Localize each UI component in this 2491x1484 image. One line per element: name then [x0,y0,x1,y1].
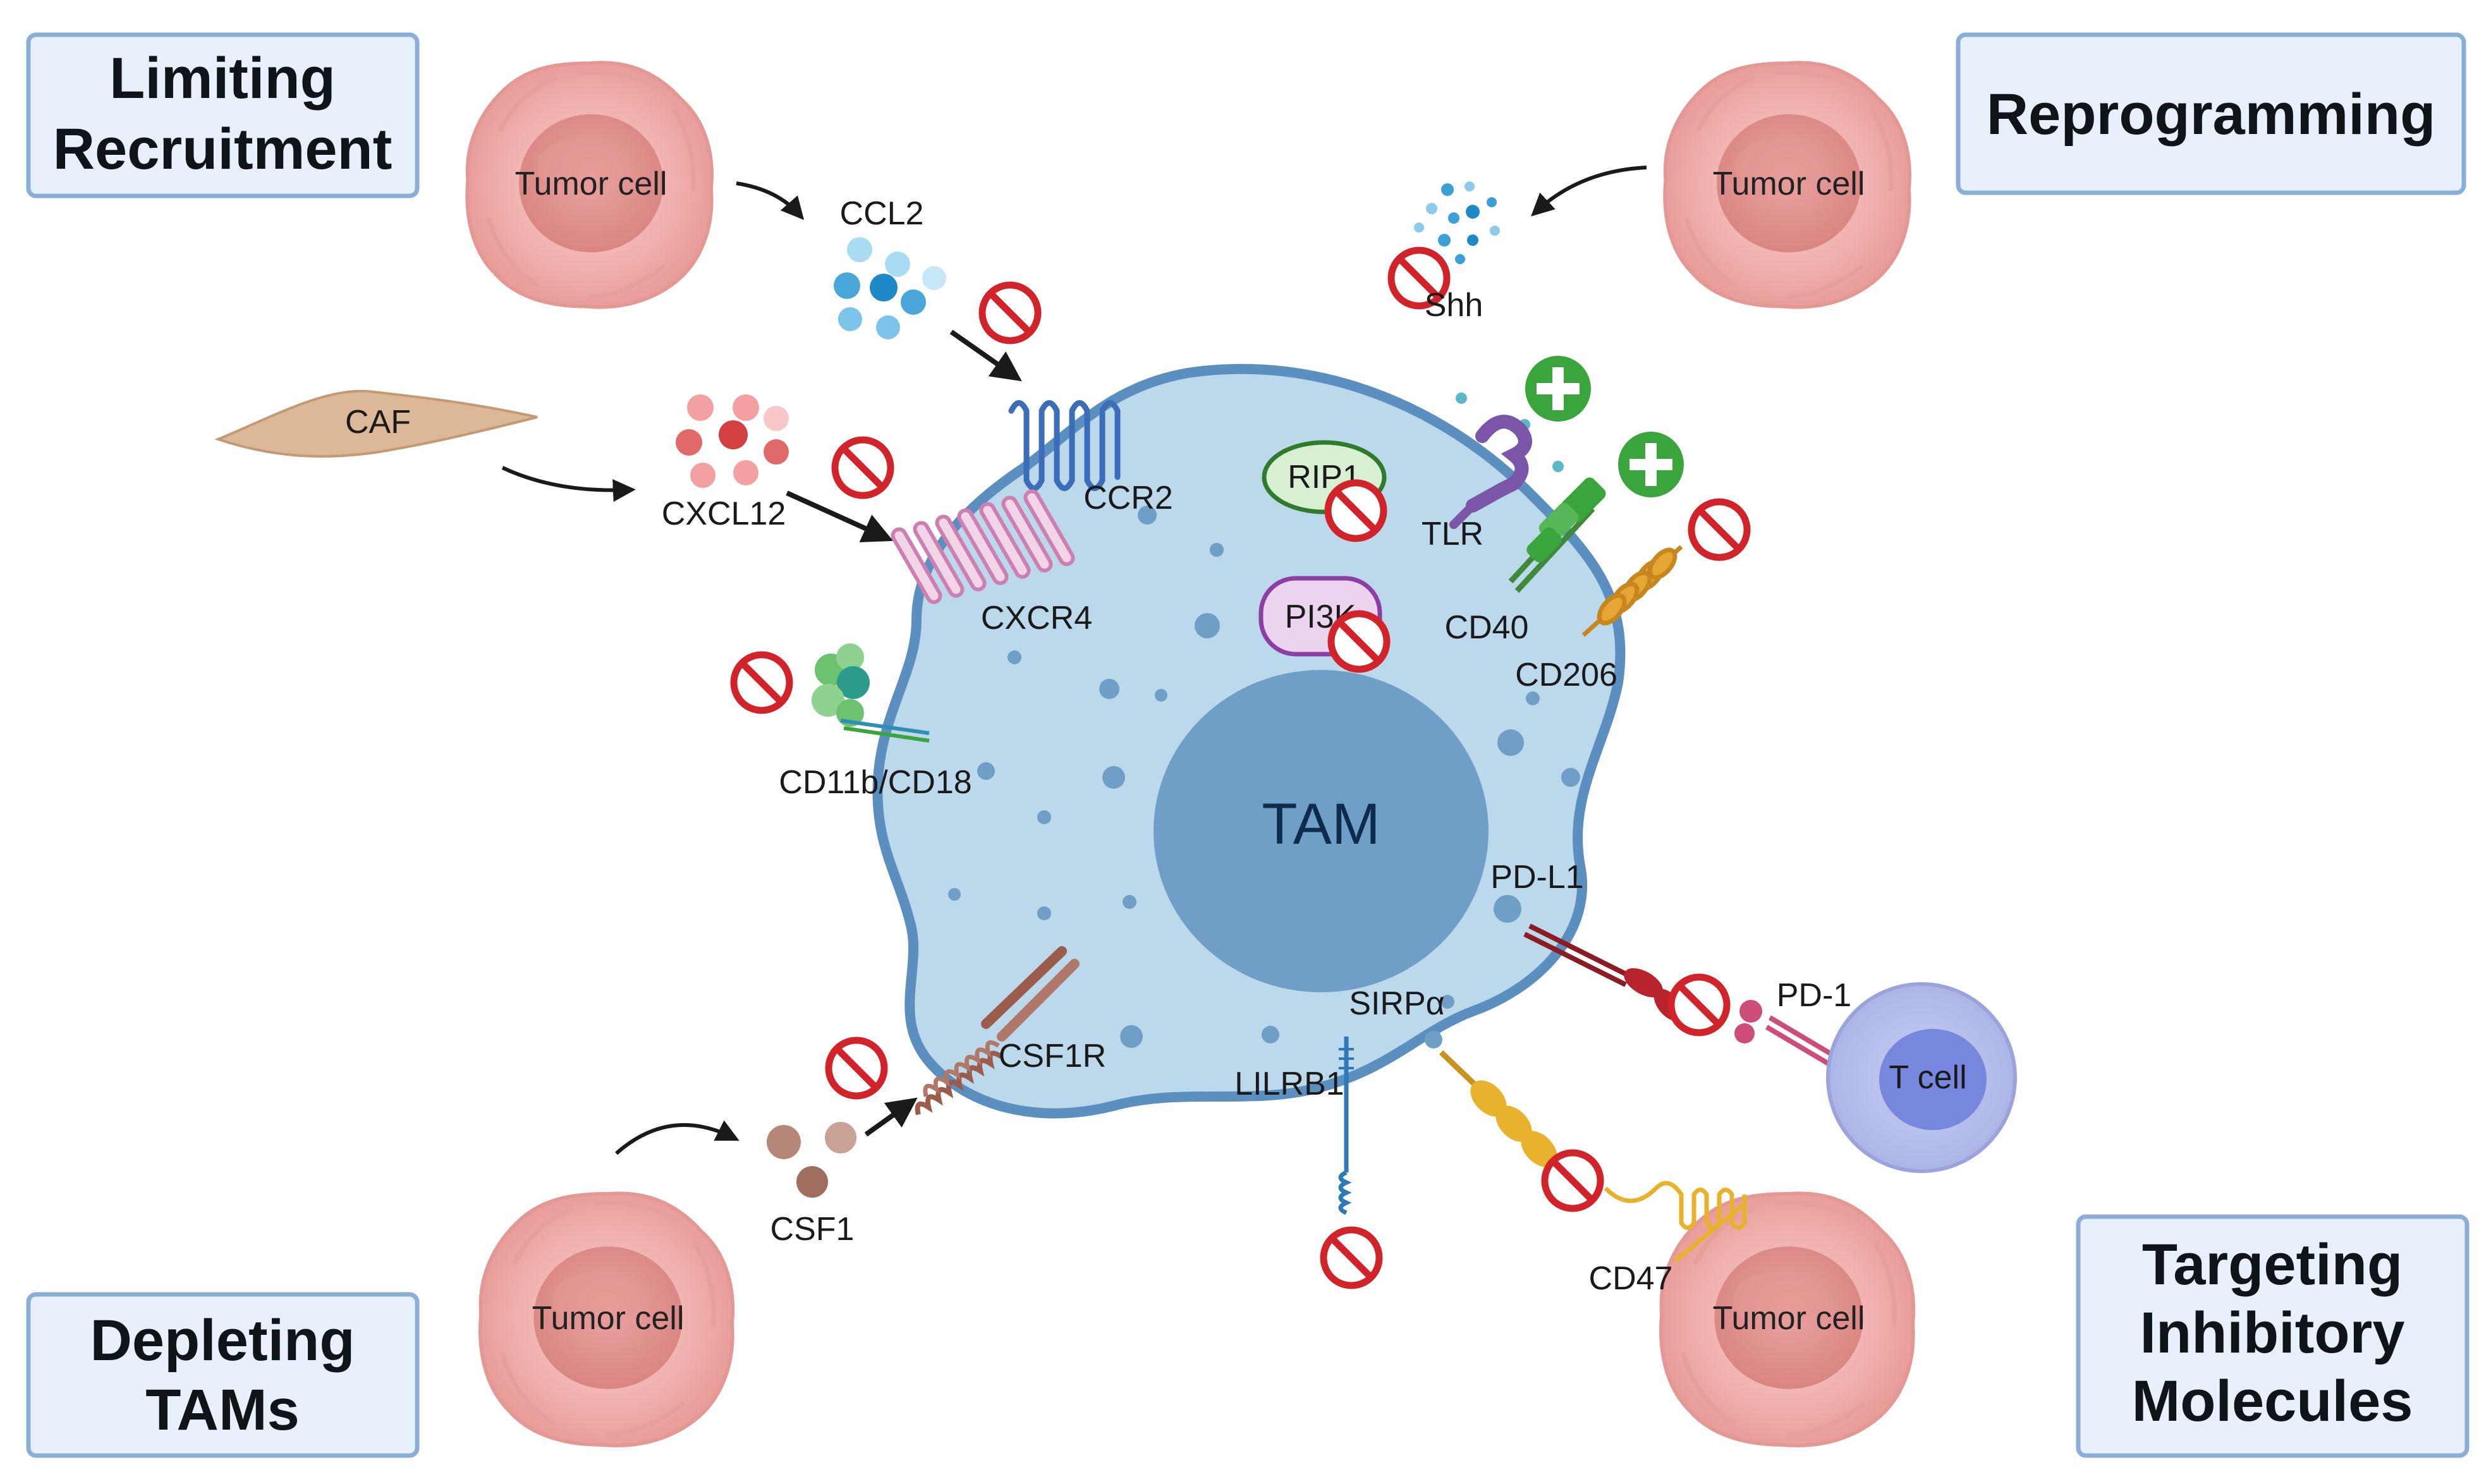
pd-l1-label: PD-L1 [1490,859,1583,896]
cxcl12-label: CXCL12 [662,496,786,532]
cxcl12-molecules [676,394,789,488]
cd206-label: CD206 [1515,657,1617,693]
ccl2-to-ccr2-arrow [949,329,1022,382]
cd11b-cd18-receptor [812,643,930,743]
cd40-activate-icon [1618,432,1684,497]
cd47-receptor [1604,1181,1747,1263]
lilrb1-inhibit-icon [1324,1230,1379,1286]
csf1-to-csf1r-arrow [864,1097,918,1137]
rip1-inhibit-icon [1328,483,1384,538]
ccr2-label: CCR2 [1083,480,1173,516]
box-title-line: Molecules [2132,1369,2413,1433]
box-title-line: Reprogramming [1987,82,2436,147]
tumor-cell-label: Tumor cell [1713,1300,1865,1337]
tumor-to-shh-arrow [1531,166,1647,217]
box-title-line: Depleting [90,1308,355,1373]
shh-label: Shh [1425,287,1483,324]
box-title-line: Recruitment [53,117,393,181]
cd47-label: CD47 [1589,1260,1673,1297]
shh-molecules [1414,181,1500,264]
pd-l1-inhibit-icon [1671,977,1727,1033]
pd-1-label: PD-1 [1777,977,1851,1014]
cd40-label: CD40 [1445,609,1529,646]
caf-cell: CAF [214,389,538,458]
tumor-cell-label: Tumor cell [532,1300,685,1337]
cxcl12-inhibit-icon [835,440,891,496]
cxcr4-receptor [891,489,1075,604]
box-title-line: Targeting [2142,1232,2403,1297]
targeting-inhibitory-box: Targeting Inhibitory Molecules [2076,1214,2470,1458]
ccr2-receptor [1008,400,1121,491]
lilrb1-label: LILRB1 [1234,1066,1344,1102]
ccl2-molecules [834,237,946,339]
cd206-inhibit-icon [1691,502,1747,557]
tumor-cell-label: Tumor cell [1713,166,1865,202]
csf1r-inhibit-icon [829,1040,884,1096]
csf1-label: CSF1 [770,1211,855,1248]
tumor-to-csf1-arrow [615,1120,740,1155]
box-title-line: TAMs [145,1378,300,1442]
t-cell: T cell [1826,982,2017,1173]
sirpa-inhibit-icon [1545,1153,1600,1208]
tam-label: TAM [1262,792,1380,856]
depleting-tams-box: Depleting TAMs [26,1292,420,1458]
t-cell-label: T cell [1889,1059,1966,1096]
csf1r-receptor [915,946,1080,1116]
pi3k-inhibit-icon [1331,614,1387,669]
reprogramming-box: Reprogramming [1956,32,2466,195]
tam-nucleus: TAM [1154,670,1489,992]
tlr-activate-icon [1525,356,1591,422]
csf1-molecules [767,1122,856,1198]
cd206-receptor [1581,545,1683,637]
box-title-line: Limiting [109,46,336,111]
cxcl12-to-cxcr4-arrow [786,490,894,543]
lilrb1-receptor [1338,1037,1354,1215]
sirpa-receptor [1439,1050,1589,1194]
tumor-cell-label: Tumor cell [515,166,667,202]
tumor-to-ccl2-arrow [736,181,805,221]
cd11b-inhibit-icon [734,655,789,710]
cd40-receptor [1508,477,1606,593]
caf-to-cxcl12-arrow [501,466,636,502]
csf1r-label: CSF1R [999,1038,1106,1074]
ccl2-label: CCL2 [840,195,924,232]
caf-label: CAF [345,404,411,441]
limiting-recruitment-box: Limiting Recruitment [26,32,420,198]
ccl2-inhibit-icon [982,285,1038,341]
box-title-line: Inhibitory [2140,1301,2404,1365]
tlr-label: TLR [1422,516,1483,552]
cd11b-cd18-label: CD11b/CD18 [779,764,971,801]
tlr-receptor [1449,392,1564,529]
cxcr4-label: CXCR4 [981,600,1092,636]
sirpa-label: SIRPα [1349,985,1444,1022]
